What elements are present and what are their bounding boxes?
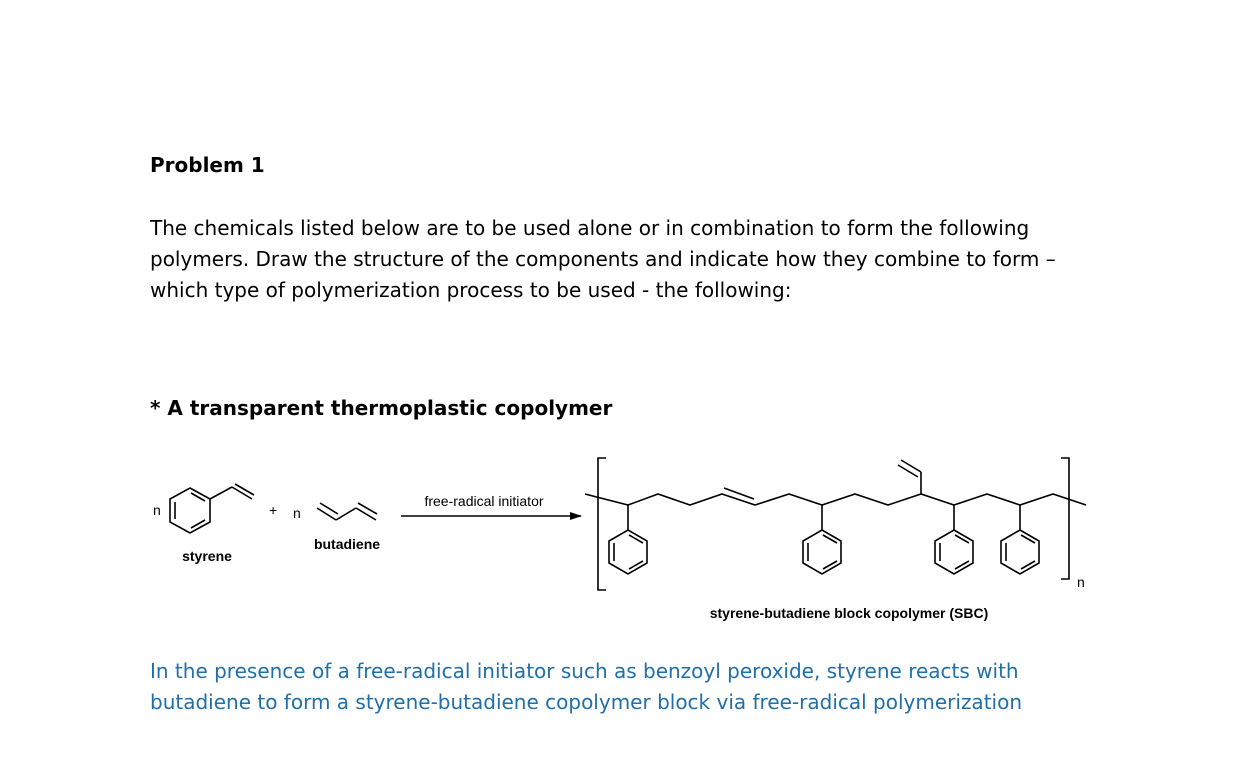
product-label: styrene-butadiene block copolymer (SBC) bbox=[710, 605, 989, 621]
arrow-label: free-radical initiator bbox=[424, 493, 543, 509]
repeat-brackets bbox=[597, 457, 1070, 591]
phenyl-ring bbox=[934, 529, 974, 575]
polymer-backbone bbox=[584, 459, 1087, 530]
styrene-coefficient: n bbox=[153, 502, 161, 518]
butadiene-structure bbox=[316, 502, 378, 521]
section-heading: * A transparent thermoplastic copolymer bbox=[150, 396, 613, 420]
styrene-label: styrene bbox=[182, 548, 232, 564]
answer-text: In the presence of a free-radical initia… bbox=[150, 659, 1023, 714]
phenyl-ring bbox=[1000, 529, 1040, 575]
problem-intro: The chemicals listed below are to be use… bbox=[150, 216, 1056, 302]
repeat-subscript: n bbox=[1077, 574, 1085, 590]
phenyl-ring bbox=[802, 529, 842, 575]
butadiene-coefficient: n bbox=[293, 505, 301, 521]
plus-sign: + bbox=[269, 502, 277, 518]
styrene-structure bbox=[169, 483, 255, 534]
butadiene-label: butadiene bbox=[314, 536, 380, 552]
problem-title: Problem 1 bbox=[150, 153, 265, 177]
phenyl-ring bbox=[608, 529, 648, 575]
